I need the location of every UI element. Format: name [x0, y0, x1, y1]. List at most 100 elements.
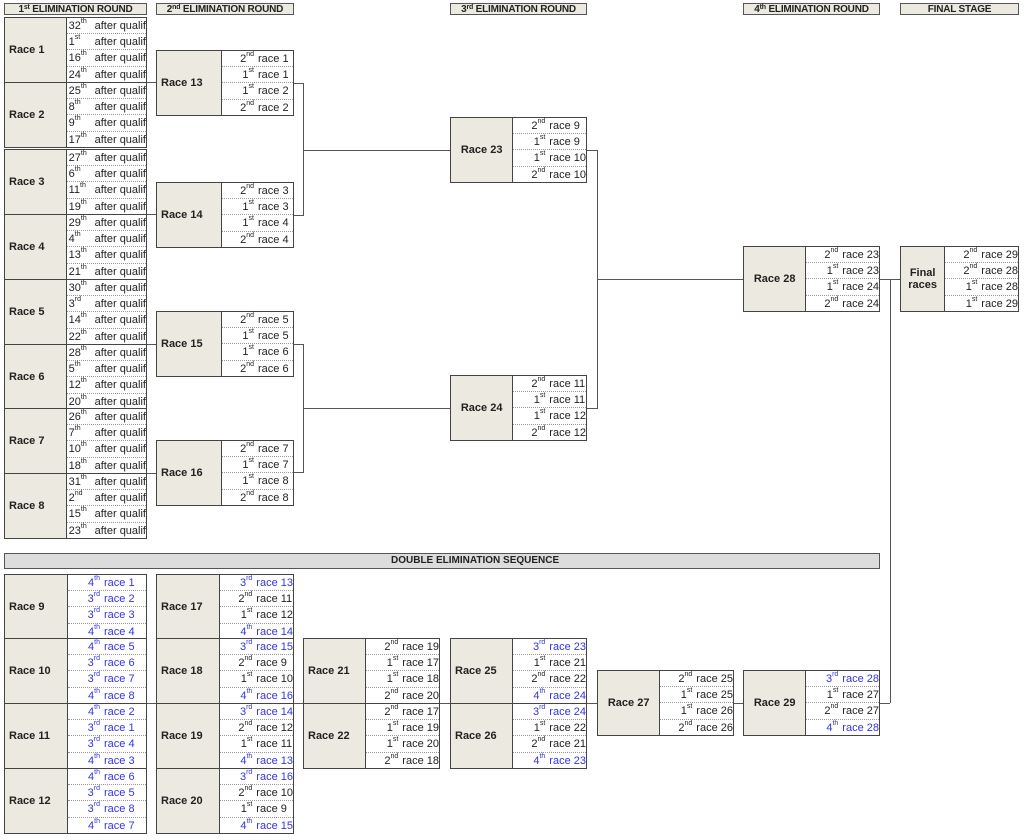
entry-source: race 12	[549, 426, 586, 439]
entry-source: race 23	[842, 265, 879, 278]
connector-r14-out	[293, 215, 303, 216]
entry-position-suffix: th	[80, 312, 87, 320]
entry-source: race 12	[256, 609, 293, 622]
entry-position-number: 2	[531, 120, 538, 132]
header-round-1: 1st ELIMINATION ROUND	[4, 3, 147, 15]
entry-position-number: 1	[386, 673, 393, 686]
entry-position: 2nd	[372, 688, 402, 704]
entry-position-number: 24	[68, 68, 81, 81]
entry-position-suffix: st	[246, 736, 253, 744]
entry-source: race 1	[258, 69, 289, 82]
entry-position-suffix: st	[832, 687, 839, 695]
entry-position-suffix: st	[539, 408, 546, 416]
entry-source: race 7	[258, 443, 289, 455]
header-round-2: 2nd ELIMINATION ROUND	[156, 3, 294, 15]
entry-position-number: 4	[88, 641, 95, 653]
entry-position-number: 12	[68, 379, 81, 392]
entry-source: race 4	[258, 233, 289, 246]
entry-source: race 3	[258, 185, 289, 197]
entry-position: 1st	[666, 703, 696, 719]
header-round-4-sup: th	[759, 4, 766, 11]
entry-position: 1st	[519, 408, 549, 424]
race-label-text: Race 12	[9, 795, 51, 807]
entry-position-suffix: st	[539, 392, 546, 400]
entry-source: race 16	[256, 689, 293, 702]
entry-position-suffix: th	[539, 752, 546, 760]
entry-position: 2nd	[372, 704, 402, 720]
entry-position-suffix: nd	[74, 490, 83, 498]
entry-position-number: 2	[238, 593, 245, 606]
entry-position: 2nd	[226, 785, 256, 801]
entry-position-suffix: nd	[537, 736, 546, 744]
header-round-1-text: ELIMINATION ROUND	[32, 4, 133, 15]
entry-position-number: 2	[240, 443, 247, 455]
connector-r7r8-r16	[146, 473, 157, 474]
entry-position-suffix: th	[80, 506, 87, 514]
race-label-text: Race 13	[161, 77, 203, 89]
entry-position: 3rd	[69, 296, 93, 312]
entry-source: race 6	[104, 771, 135, 783]
entry-position-number: 4	[88, 689, 95, 702]
entry-position-number: 2	[531, 673, 538, 686]
entry-position-number: 25	[68, 85, 81, 97]
entry-source: race 5	[104, 641, 135, 653]
entry-source: race 9	[256, 657, 287, 670]
race-label-text: Race 5	[9, 306, 45, 318]
entry-source: race 9	[549, 136, 580, 149]
race-label-text: Race 9	[9, 601, 45, 613]
entry-source: race 24	[549, 706, 586, 718]
entry-position-number: 2	[384, 706, 391, 718]
entry-position: 2nd	[666, 720, 696, 736]
entry-position: 3rd	[74, 591, 104, 607]
connector-r15-out	[293, 344, 303, 345]
entry-position: 19th	[69, 199, 93, 215]
entry-source: race 10	[256, 673, 293, 686]
entry-position: 2nd	[69, 490, 93, 506]
entry-position: 1st	[228, 83, 258, 99]
entry-position-suffix: nd	[244, 655, 253, 663]
connector-r27-r29	[733, 703, 744, 704]
entry-position-number: 1	[386, 738, 393, 751]
entry-position: 30th	[69, 280, 93, 296]
entry-position-number: 1	[240, 673, 247, 686]
entry-position: 2nd	[519, 736, 549, 752]
header-round-3-num: 3	[461, 4, 467, 15]
entry-position-suffix: th	[246, 623, 253, 631]
entry-position-suffix: st	[832, 279, 839, 287]
entry-position-suffix: th	[80, 328, 87, 336]
entry-position-number: 2	[824, 249, 831, 261]
entry-source: race 11	[549, 394, 586, 407]
entry-source: race 8	[104, 689, 135, 702]
entry-position-number: 2	[824, 705, 831, 718]
entry-position: 1st	[519, 392, 549, 408]
connector-r5r6-r15	[146, 344, 157, 345]
race-label: Race 19	[157, 704, 221, 768]
connector-r18r19-mid	[293, 703, 304, 704]
